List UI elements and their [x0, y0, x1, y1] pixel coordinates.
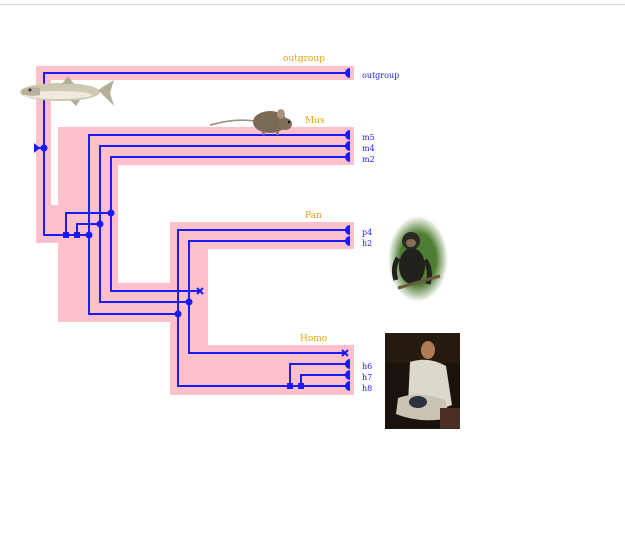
leaf-marker-h2	[345, 236, 350, 246]
species-label-mus: Mus	[305, 116, 325, 126]
leaf-marker-m5	[345, 130, 350, 140]
gene-branch-p4	[177, 229, 350, 314]
duplication-node-2	[74, 232, 80, 238]
leaf-marker-h7	[345, 370, 350, 380]
leaf-marker-h8	[345, 381, 350, 391]
leaf-label-m2: m2	[362, 155, 375, 164]
leaf-label-h6: h6	[362, 362, 372, 371]
gene-branch-m5-down	[88, 235, 178, 315]
leaf-label-h2: h2	[362, 239, 372, 248]
leaf-marker-m4	[345, 141, 350, 151]
gene-branch-h2	[188, 240, 350, 302]
gene-tree-nodes	[34, 68, 350, 391]
speciation-node-d	[174, 310, 182, 318]
speciation-node-c	[107, 209, 115, 217]
species-label-homo: Homo	[300, 334, 327, 344]
chimpanzee-icon	[388, 216, 448, 302]
gene-branch-m4	[99, 145, 350, 224]
speciation-node-root	[40, 144, 48, 152]
root-marker	[34, 143, 40, 153]
gene-branch-dup-1	[65, 212, 111, 235]
gene-branch-outgroup	[43, 72, 350, 148]
duplication-node-4	[298, 383, 304, 389]
gene-tree	[36, 72, 350, 387]
leaf-marker-m2	[345, 152, 350, 162]
loss-marker-pan	[196, 287, 204, 295]
fish-icon	[20, 76, 114, 106]
leaf-label-p4: p4	[362, 228, 372, 237]
duplication-node-1	[63, 232, 69, 238]
speciation-node-b	[96, 220, 104, 228]
speciation-node-a	[85, 231, 93, 239]
leaf-marker-outgroup	[345, 68, 350, 78]
duplication-node-3	[287, 383, 293, 389]
gene-branch-h6	[289, 363, 350, 386]
speciation-node-e	[185, 298, 193, 306]
gene-branch-loss	[110, 213, 200, 292]
leaf-label-outgroup: outgroup	[362, 71, 399, 80]
human-portrait-icon	[385, 333, 460, 429]
gene-branch-m4-down	[99, 224, 189, 303]
leaf-label-h8: h8	[362, 384, 372, 393]
gene-branch-h7	[300, 374, 350, 386]
mouse-icon	[209, 109, 292, 135]
top-divider	[0, 4, 625, 5]
leaf-marker-h6	[345, 359, 350, 369]
species-label-outgroup: outgroup	[283, 54, 325, 64]
gene-branch-m2	[110, 156, 350, 213]
leaf-label-m5: m5	[362, 133, 375, 142]
gene-branch-dup-2	[76, 223, 100, 235]
loss-marker-homo	[341, 349, 349, 357]
leaf-label-m4: m4	[362, 144, 375, 153]
leaf-marker-p4	[345, 225, 350, 235]
gene-branch-homo-loss	[188, 302, 345, 354]
leaf-label-h7: h7	[362, 373, 372, 382]
species-label-pan: Pan	[305, 211, 322, 221]
species-branch-pan	[170, 222, 354, 249]
